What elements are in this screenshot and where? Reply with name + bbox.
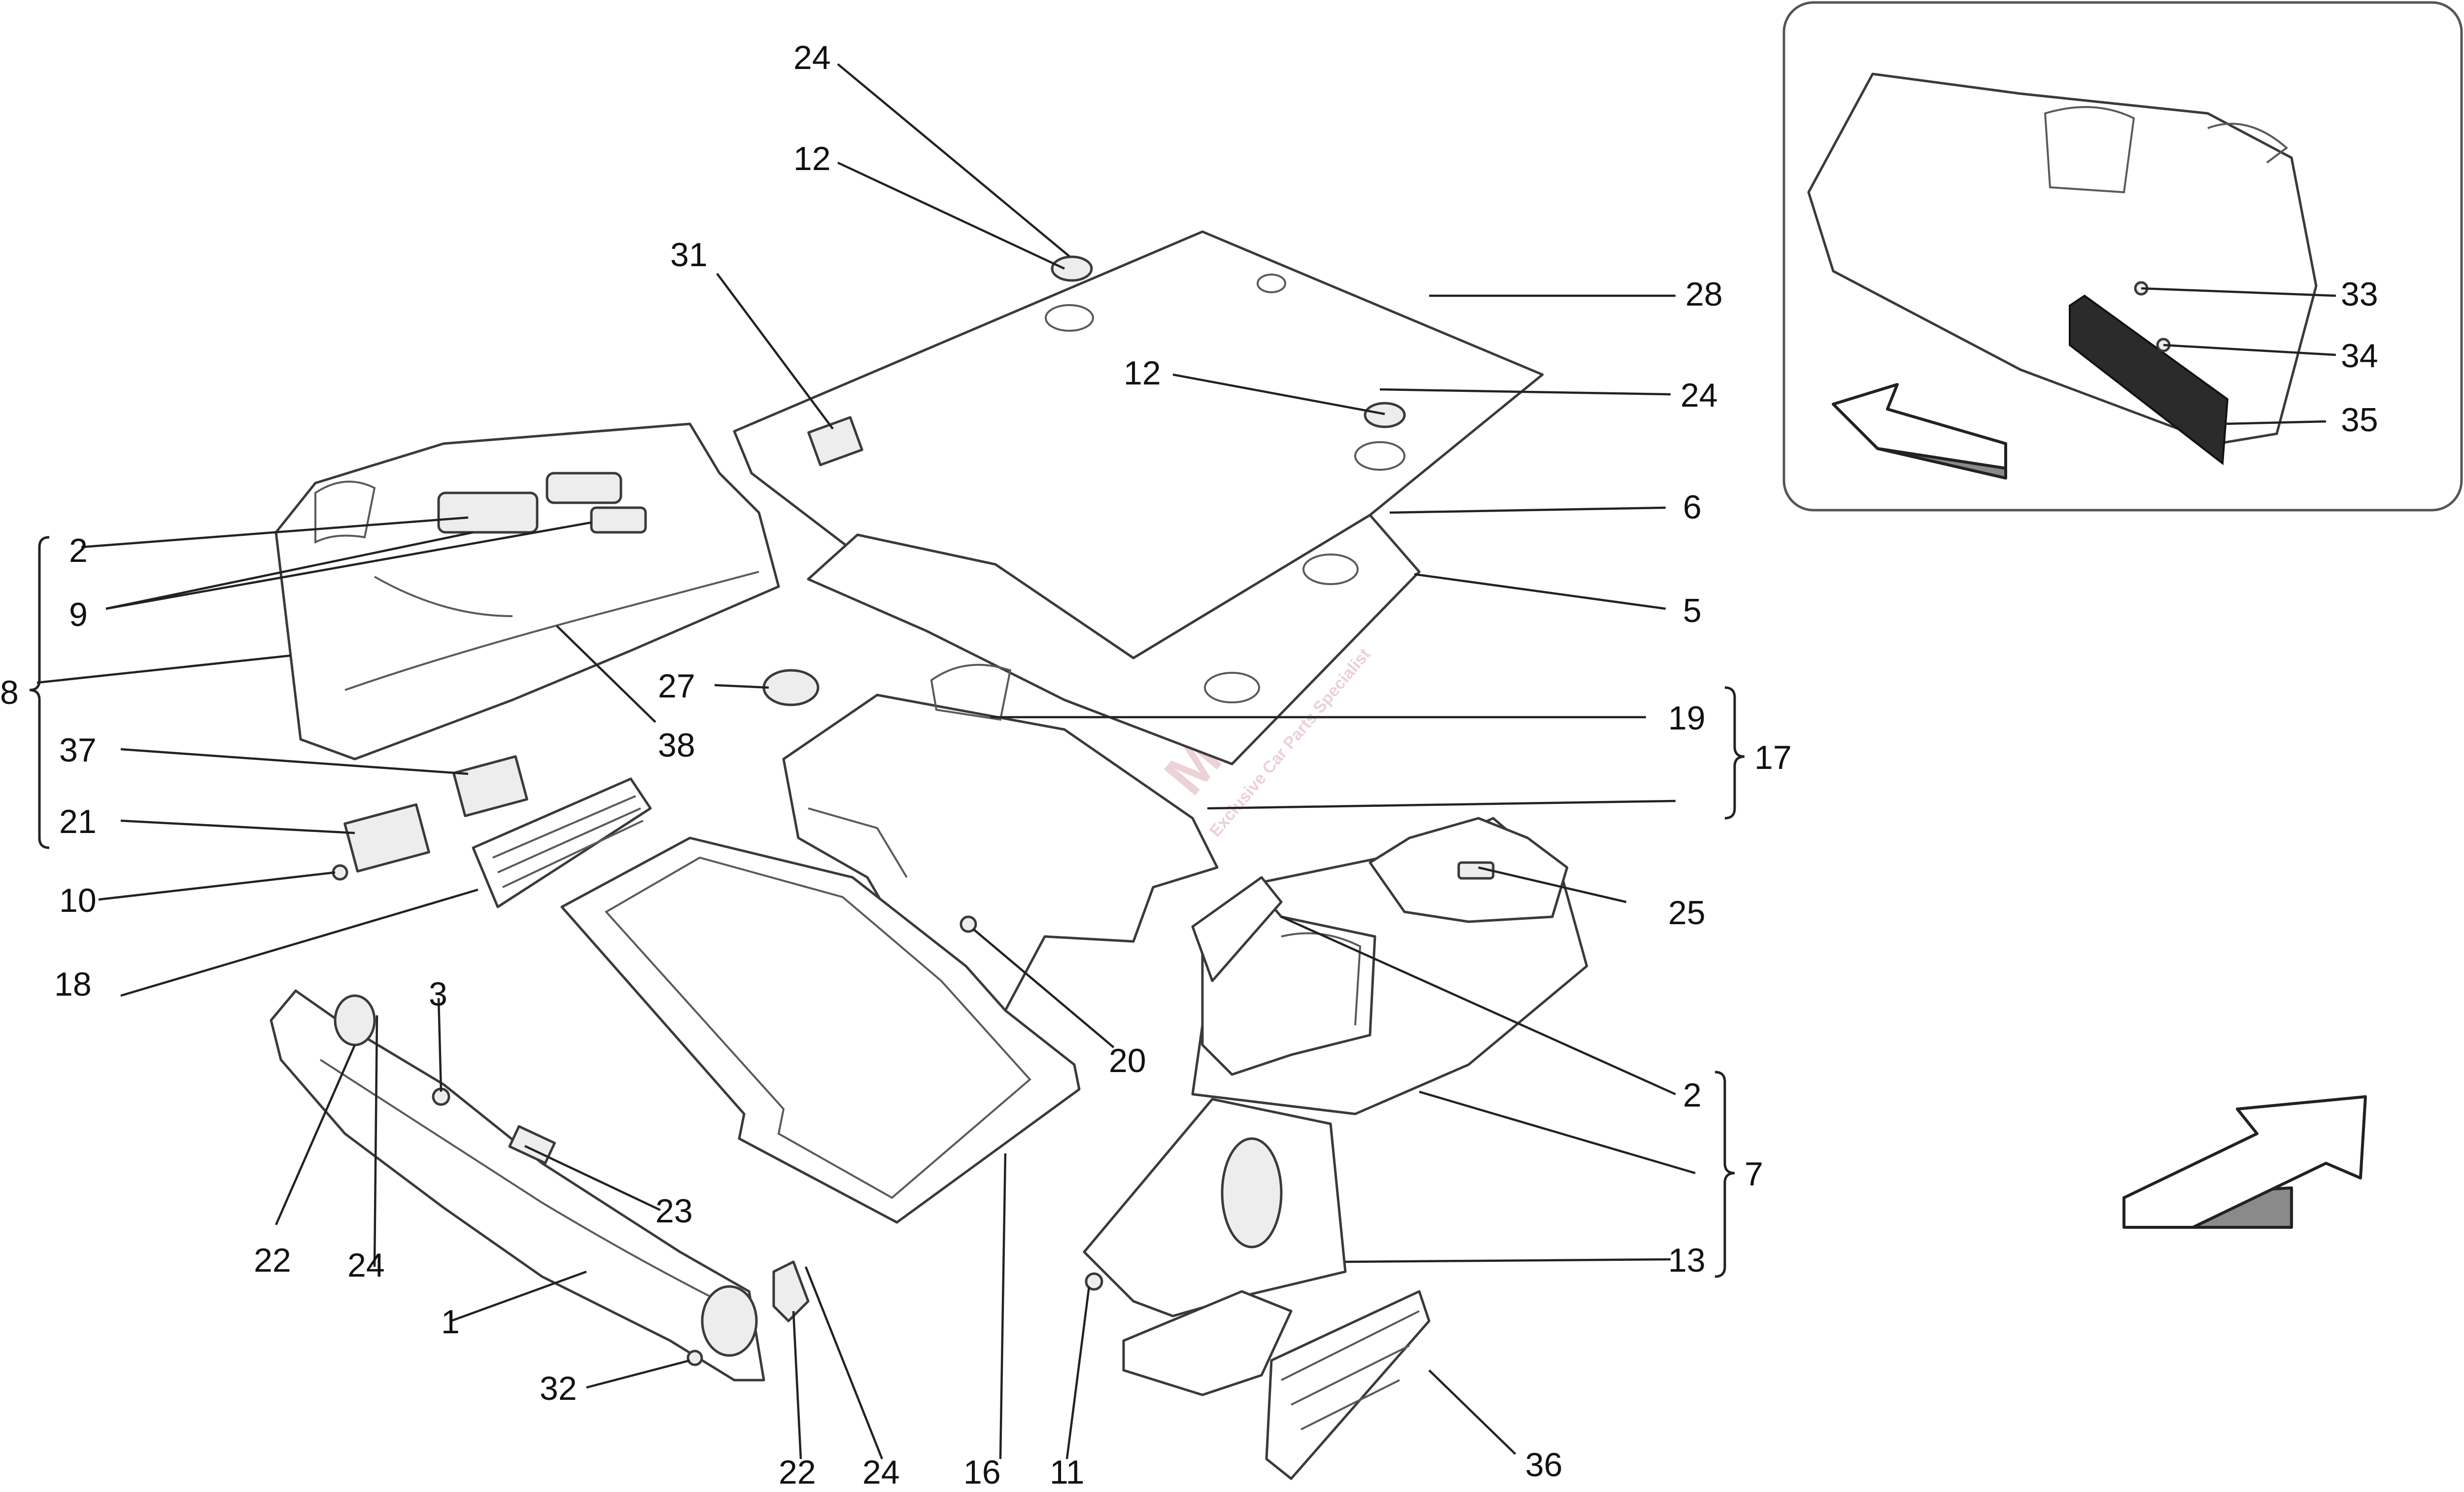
label-2-left: 2 [69,532,88,569]
braces [29,536,1745,1278]
label-37: 37 [59,731,97,769]
label-24-right: 24 [1680,377,1718,414]
label-5: 5 [1683,592,1702,629]
label-3: 3 [429,975,447,1013]
part-5-trunk-panel [807,514,1421,765]
label-12-mid: 12 [1124,354,1161,392]
label-11: 11 [1050,1454,1085,1491]
label-22-left: 22 [254,1242,291,1279]
part-16-floor-mat [560,836,1081,1224]
part-27-seal [762,669,820,706]
part-21-block [343,803,430,873]
label-23: 23 [655,1192,693,1230]
label-12-top: 12 [793,140,831,177]
part-36-panel [1265,1290,1431,1480]
part-35-cargo-net [2069,294,2229,465]
part-32-clip [686,1350,703,1366]
label-36: 36 [1525,1446,1563,1484]
label-24-left: 24 [347,1247,385,1284]
label-22-bottom: 22 [779,1454,816,1491]
label-20: 20 [1109,1042,1146,1079]
label-24-top: 24 [793,39,831,76]
part-13-lower-trim [1083,1098,1347,1396]
label-2-right: 2 [1683,1076,1702,1114]
part-11-clip [1085,1272,1103,1291]
label-34: 34 [2341,337,2378,375]
brace-17 [1724,686,1745,820]
leader-lines [36,63,2336,1459]
callout-labels: 24 12 31 28 12 24 6 5 2 9 8 38 27 19 17 … [0,39,2378,1491]
label-27: 27 [658,667,695,705]
label-38: 38 [658,727,695,764]
part-20-clip [959,915,977,933]
label-19: 19 [1668,699,1706,737]
label-18: 18 [54,966,92,1003]
label-21: 21 [59,803,97,840]
label-33: 33 [2341,276,2378,313]
part-18-vent-grille [472,777,652,908]
part-10-clip [332,864,348,881]
label-7: 7 [1745,1155,1763,1193]
inset-direction-arrow-icon [1832,383,2007,480]
label-13: 13 [1668,1242,1706,1279]
brace-7 [1714,1071,1735,1278]
label-32: 32 [540,1370,577,1407]
inset-detail-view [1782,1,2463,512]
label-17: 17 [1754,739,1792,776]
label-6: 6 [1683,488,1702,526]
part-8-left-side-trim [274,422,780,761]
label-28: 28 [1685,276,1723,313]
label-31: 31 [670,236,708,274]
brace-8 [29,536,50,849]
part-17-mid-carpet [782,663,1219,1012]
label-24-bottom: 24 [862,1454,900,1491]
label-10: 10 [59,882,97,919]
label-35: 35 [2341,401,2378,439]
label-25: 25 [1668,894,1706,932]
part-25-gasket [1191,876,1283,982]
part-37-block [452,755,528,817]
direction-arrow-icon [2122,1095,2367,1229]
label-1: 1 [441,1303,460,1341]
label-9: 9 [69,596,88,633]
label-16: 16 [963,1454,1001,1491]
label-8: 8 [0,674,19,711]
part-1-sill-trim [270,989,765,1382]
part-22-bracket-lower [772,1260,810,1322]
